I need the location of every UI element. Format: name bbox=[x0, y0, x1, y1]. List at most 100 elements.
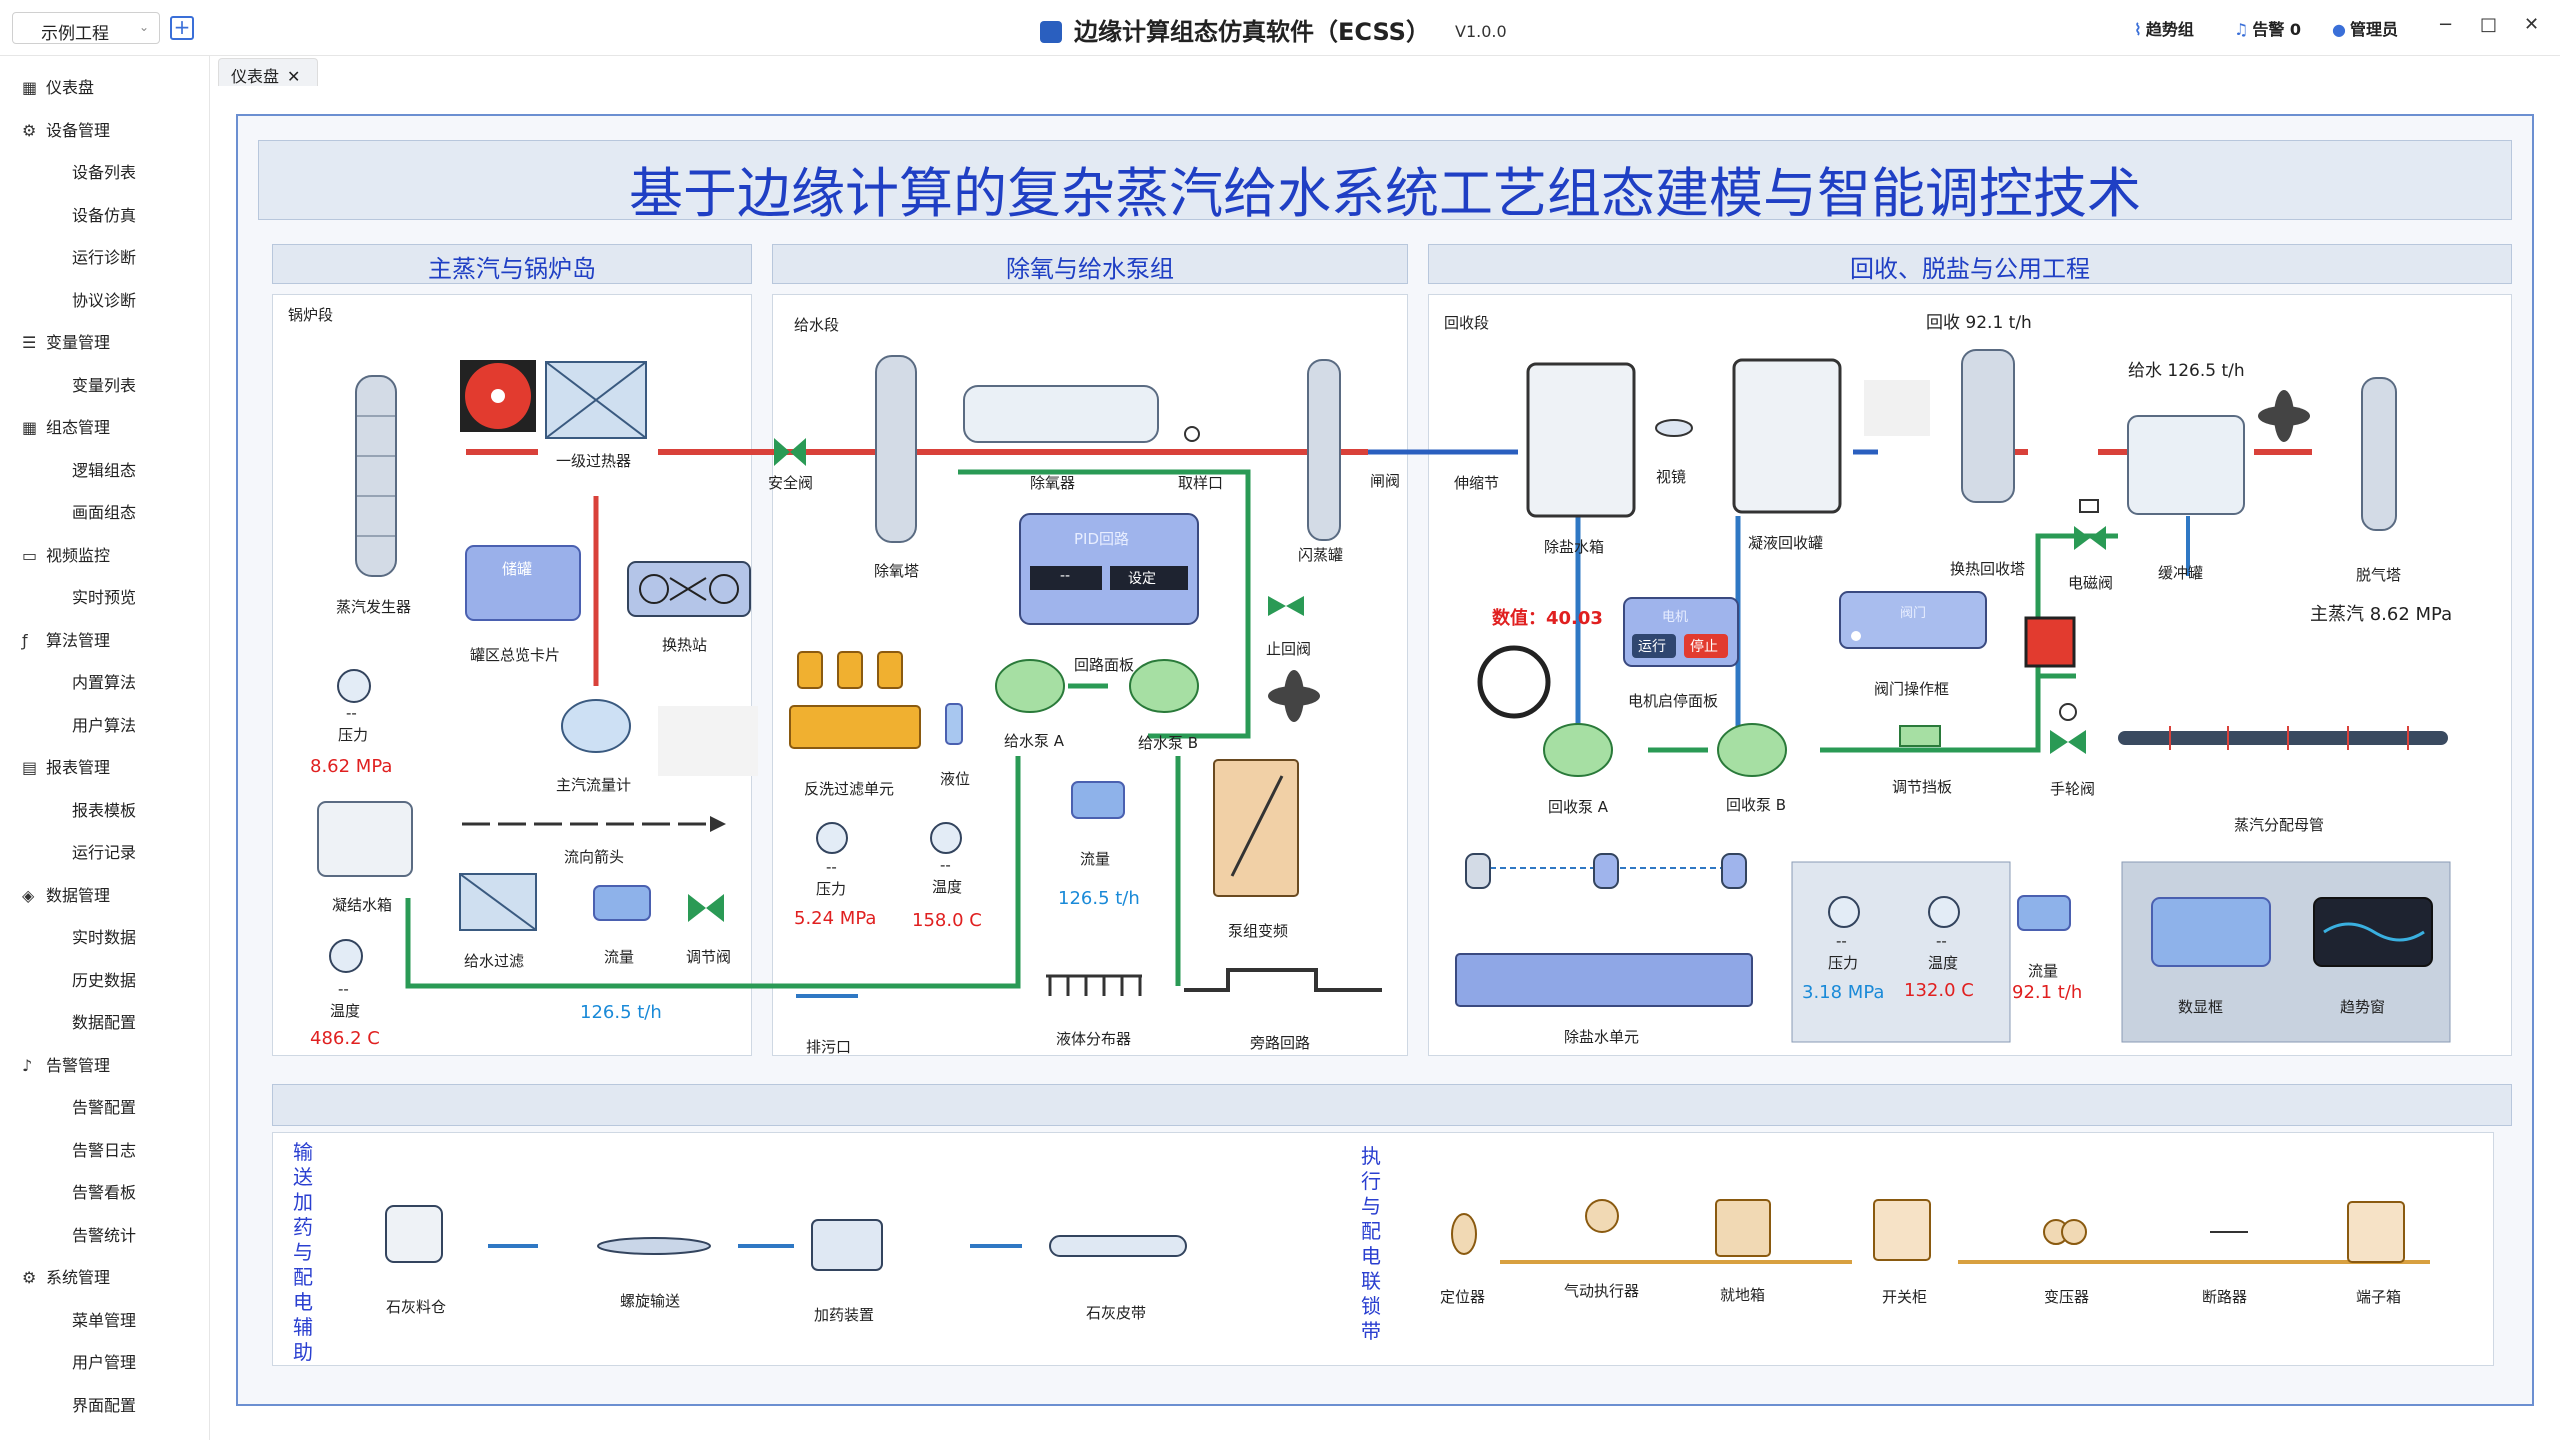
sidebar-item[interactable]: 设备列表 bbox=[72, 159, 136, 183]
sidebar-item[interactable]: 协议诊断 bbox=[72, 287, 136, 311]
valve-frame-label: 阀门操作框 bbox=[1874, 680, 1950, 698]
sidebar-item-label: 告警管理 bbox=[46, 1055, 111, 1075]
recovery-pump-a-label: 回收泵 A bbox=[1548, 798, 1609, 816]
sidebar-item[interactable]: 逻辑组态 bbox=[72, 457, 136, 481]
sidebar-item[interactable]: 实时预览 bbox=[72, 584, 136, 608]
sidebar-item-label: 设备仿真 bbox=[72, 205, 137, 225]
sidebar-item-label: 设备管理 bbox=[46, 120, 111, 140]
trend-group-button[interactable]: ⌇趋势组 bbox=[2134, 16, 2194, 40]
sidebar-item[interactable]: 设备仿真 bbox=[72, 202, 136, 226]
lime-silo-label: 石灰料仓 bbox=[386, 1298, 447, 1316]
trend-label: 趋势组 bbox=[2145, 20, 2194, 39]
instrument-group bbox=[1791, 861, 2011, 1043]
close-button[interactable]: ✕ bbox=[2524, 14, 2540, 35]
valve-operation-frame bbox=[1839, 591, 1987, 649]
pid-setpoint-label[interactable]: 设定 bbox=[1128, 571, 1156, 587]
close-icon[interactable]: ✕ bbox=[287, 67, 301, 86]
sidebar-item[interactable]: ⚙系统管理 bbox=[22, 1264, 110, 1288]
sidebar-item[interactable]: 报表模板 bbox=[72, 797, 136, 821]
user-icon: ● bbox=[2332, 20, 2346, 39]
report-icon: ▤ bbox=[22, 758, 38, 777]
valve-label: 调节阀 bbox=[686, 948, 732, 966]
sidebar-item[interactable]: 数据配置 bbox=[72, 1009, 136, 1033]
alarm-label: 告警 0 bbox=[2252, 20, 2302, 39]
sidebar-item[interactable]: ▦仪表盘 bbox=[22, 74, 94, 98]
sidebar-item[interactable]: 运行诊断 bbox=[72, 244, 136, 268]
superheater-label: 一级过热器 bbox=[556, 452, 632, 470]
tab-dashboard[interactable]: 仪表盘✕ bbox=[218, 58, 318, 86]
sidebar-item[interactable]: ▭视频监控 bbox=[22, 542, 110, 566]
screw-conveyor bbox=[597, 1237, 711, 1255]
sidebar-item[interactable]: 告警看板 bbox=[72, 1179, 136, 1203]
damper-label: 调节挡板 bbox=[1892, 778, 1953, 796]
switch-cabinet bbox=[1873, 1199, 1931, 1261]
temp-dash-3: -- bbox=[1936, 932, 1947, 950]
sidebar-item[interactable]: ♪告警管理 bbox=[22, 1052, 110, 1076]
maximize-button[interactable]: □ bbox=[2480, 14, 2498, 35]
buffer-tank-label: 缓冲罐 bbox=[2158, 564, 2204, 582]
recovery-tower-label: 换热回收塔 bbox=[1950, 560, 2026, 578]
flowmeter-label: 主汽流量计 bbox=[556, 776, 632, 794]
sidebar-item[interactable]: 画面组态 bbox=[72, 499, 136, 523]
app-version: V1.0.0 bbox=[1455, 22, 1507, 41]
minimize-button[interactable]: − bbox=[2438, 14, 2454, 35]
grid-icon: ▦ bbox=[22, 418, 38, 437]
sidebar-item[interactable]: 用户算法 bbox=[72, 712, 136, 736]
temp-gauge-2 bbox=[930, 822, 962, 854]
motor-run[interactable]: 运行 bbox=[1638, 639, 1666, 655]
sidebar-item[interactable]: 界面配置 bbox=[72, 1392, 136, 1416]
sidebar-item[interactable]: ◈数据管理 bbox=[22, 882, 110, 906]
level-gauge bbox=[945, 703, 963, 745]
tank-card-label: 罐区总览卡片 bbox=[470, 646, 561, 664]
sidebar-item[interactable]: 告警统计 bbox=[72, 1222, 136, 1246]
sidebar-item-label: 实时预览 bbox=[72, 588, 137, 607]
sidebar-item-label: 视频监控 bbox=[46, 545, 111, 565]
sidebar-item[interactable]: 菜单管理 bbox=[72, 1307, 136, 1331]
sidebar-item[interactable]: ▦组态管理 bbox=[22, 414, 110, 438]
pid-pv-value: -- bbox=[1060, 568, 1071, 584]
sidebar-item[interactable]: 用户管理 bbox=[72, 1349, 136, 1373]
sidebar-item-label: 告警统计 bbox=[72, 1225, 137, 1245]
aux-right-title: 执行与配电联锁带 bbox=[1361, 1144, 1381, 1343]
fan-icon-2 bbox=[2024, 616, 2076, 668]
sidebar-item[interactable]: 告警配置 bbox=[72, 1094, 136, 1118]
deaerator-tower bbox=[875, 355, 917, 543]
sidebar: ▦仪表盘 ⚙设备管理设备列表设备仿真运行诊断协议诊断 ☰变量管理变量列表 ▦组态管理逻… bbox=[0, 56, 210, 1440]
sidebar-item[interactable]: 告警日志 bbox=[72, 1137, 136, 1161]
motor-stop[interactable]: 停止 bbox=[1690, 639, 1718, 655]
function-icon: ƒ bbox=[22, 630, 28, 650]
sidebar-item[interactable]: 变量列表 bbox=[72, 372, 136, 396]
process-diagram bbox=[317, 349, 2451, 1271]
flowmeter bbox=[561, 699, 631, 753]
sidebar-item-label: 内置算法 bbox=[72, 673, 137, 692]
sidebar-item[interactable]: 实时数据 bbox=[72, 924, 136, 948]
sidebar-item-label: 画面组态 bbox=[72, 503, 137, 522]
sidebar-item[interactable]: ▤报表管理 bbox=[22, 754, 110, 778]
gate-valve-label: 闸阀 bbox=[1370, 472, 1401, 490]
sidebar-item-label: 用户算法 bbox=[72, 715, 137, 735]
temp-value-2: 158.0 C bbox=[912, 910, 982, 931]
alarm-button[interactable]: ♫告警 0 bbox=[2234, 16, 2301, 40]
sidebar-item[interactable]: 运行记录 bbox=[72, 839, 136, 863]
tank-card bbox=[465, 545, 581, 621]
feed-filter-label: 给水过滤 bbox=[464, 952, 525, 970]
value-readout: 数值：40.03 bbox=[1492, 608, 1603, 629]
pressure-dash-2: -- bbox=[826, 858, 837, 876]
sidebar-item[interactable]: ⚙设备管理 bbox=[22, 117, 110, 141]
chevron-down-icon: ⌄ bbox=[138, 20, 149, 34]
sidebar-item-label: 协议诊断 bbox=[72, 290, 137, 310]
motor-stop-button bbox=[1684, 634, 1728, 658]
sidebar-item[interactable]: 内置算法 bbox=[72, 669, 136, 693]
steam-header bbox=[2118, 731, 2448, 745]
user-menu[interactable]: ●管理员 bbox=[2332, 16, 2398, 40]
sidebar-item[interactable]: ☰变量管理 bbox=[22, 329, 110, 353]
pneumatic-actuator bbox=[1585, 1199, 1619, 1233]
pressure-label-2: 压力 bbox=[816, 880, 847, 898]
valve-title: 阀门 bbox=[1900, 606, 1927, 621]
add-project-button[interactable]: + bbox=[170, 16, 194, 40]
project-select[interactable]: 示例工程⌄ bbox=[12, 12, 160, 44]
sidebar-item-label: 历史数据 bbox=[72, 970, 137, 990]
buffer-tank bbox=[2127, 415, 2245, 515]
sidebar-item[interactable]: 历史数据 bbox=[72, 967, 136, 991]
